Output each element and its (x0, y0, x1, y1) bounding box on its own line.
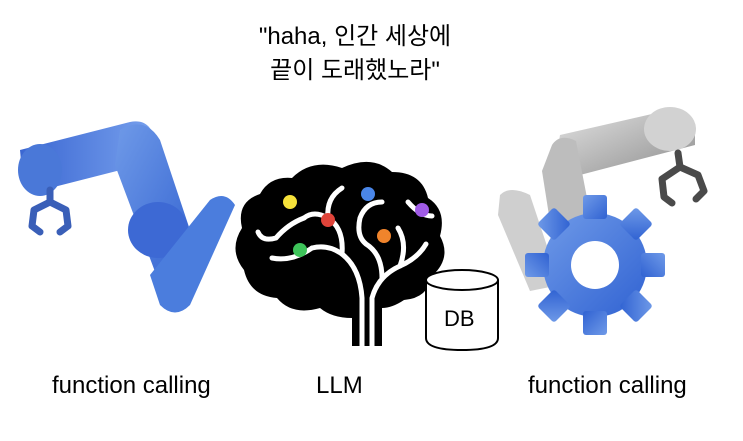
brain-icon (235, 161, 445, 349)
caption-line-1: "haha, 인간 세상에 (258, 23, 452, 50)
caption-line-2: 끝이 도래했노라" (270, 57, 440, 84)
label-function-calling-left: function calling (52, 372, 211, 399)
label-function-calling-right: function calling (528, 372, 687, 399)
robot-arm-icon (18, 121, 235, 313)
label-llm: LLM (316, 372, 363, 399)
database-icon (425, 269, 499, 352)
db-label: DB (444, 306, 475, 331)
caption-quote: "haha, 인간 세상에 끝이 도래했노라" (200, 20, 510, 88)
robot-arm-gear-icon (498, 107, 708, 335)
